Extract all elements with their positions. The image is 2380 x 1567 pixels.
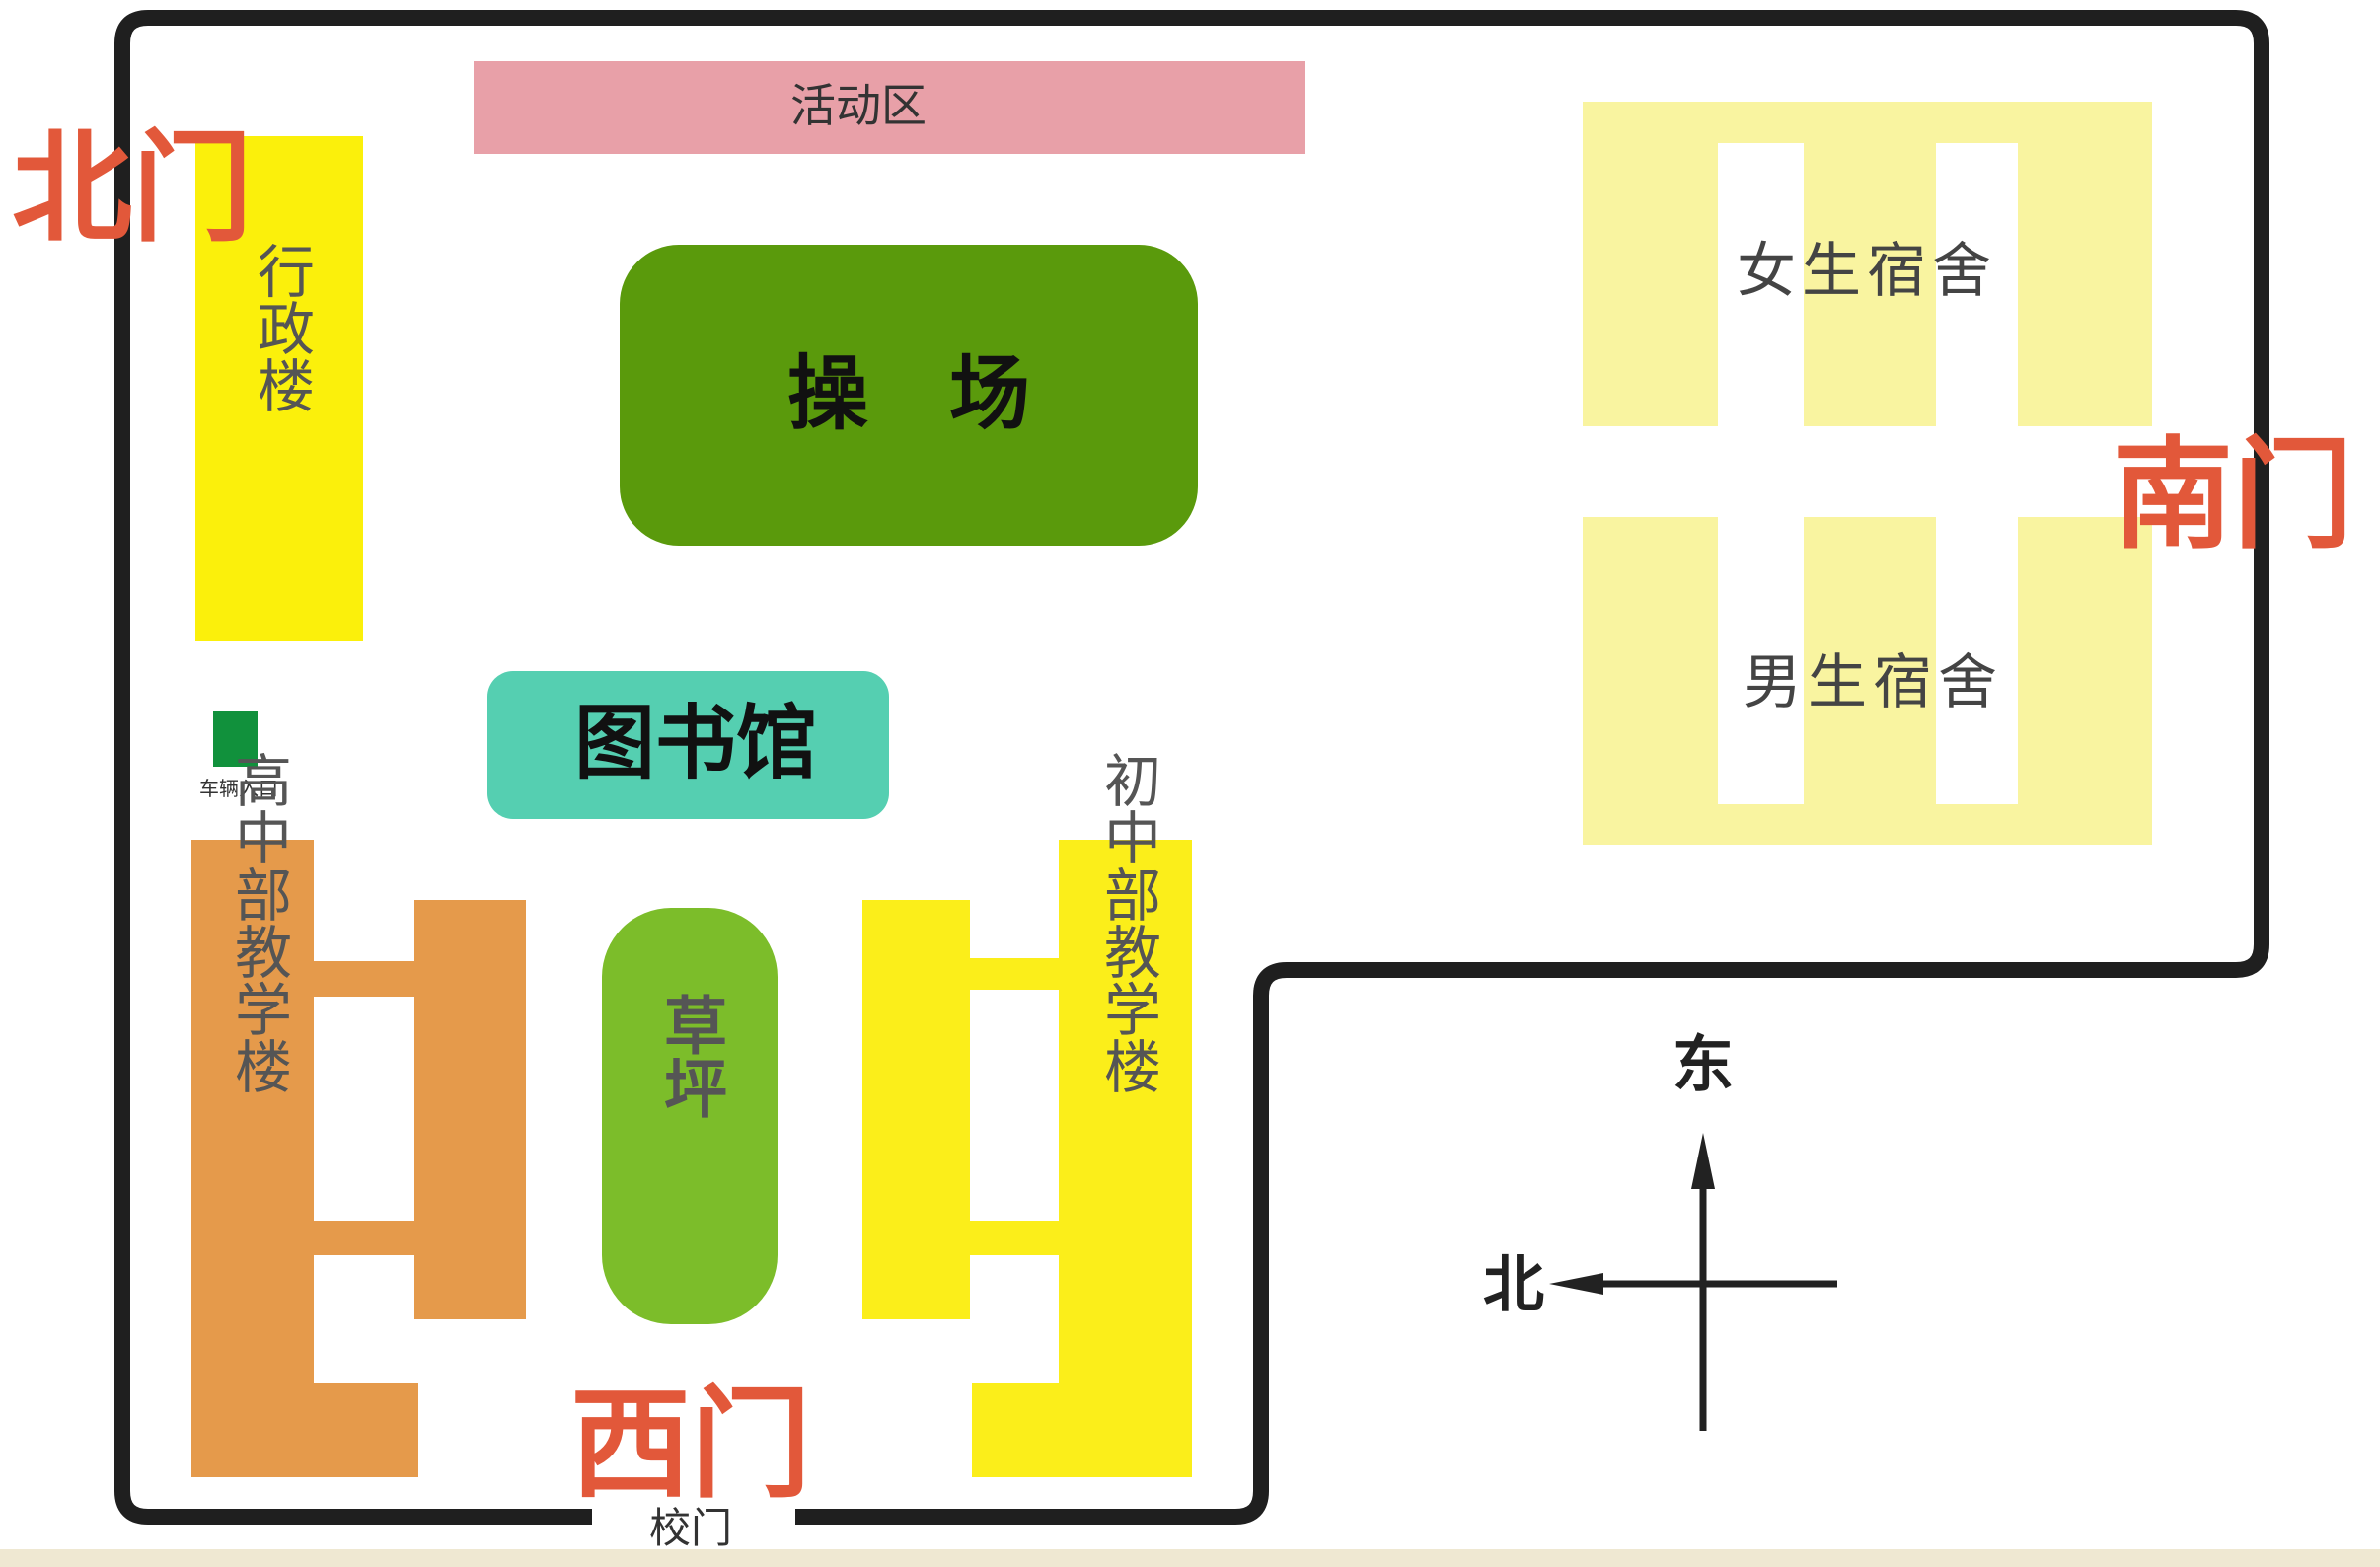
lawn bbox=[602, 908, 778, 1324]
north-gate-label: 北门 bbox=[12, 118, 253, 259]
compass bbox=[1549, 1133, 1837, 1431]
activity-area-label: 活动区 bbox=[790, 79, 927, 132]
west-gate-label: 西门 bbox=[570, 1375, 811, 1515]
high-school-building-label: 高中部教学楼 bbox=[225, 751, 292, 1094]
bottom-strip bbox=[0, 1549, 2380, 1567]
school-gate-label: 校门 bbox=[649, 1504, 732, 1552]
admin-building bbox=[195, 136, 363, 641]
campus-wall bbox=[114, 10, 2269, 1525]
library-label: 图书馆 bbox=[574, 697, 817, 790]
activity-area bbox=[474, 61, 1305, 154]
compass-north-label: 北 bbox=[1483, 1248, 1544, 1320]
compass-north-arrowhead bbox=[1549, 1273, 1603, 1295]
vehicle-entrance-label: 车辆入口 bbox=[199, 777, 278, 800]
middle-school-building-label: 初中部教学楼 bbox=[1094, 751, 1161, 1094]
girls-dormitory-label: 女生宿舍 bbox=[1737, 237, 1997, 306]
middle-school-building bbox=[862, 840, 1192, 1477]
library bbox=[487, 671, 889, 819]
playground-label: 操 场 bbox=[787, 347, 1030, 441]
girls-dormitory bbox=[1583, 102, 2152, 426]
compass-east-label: 东 bbox=[1673, 1028, 1734, 1100]
high-school-building bbox=[191, 840, 526, 1477]
boys-dormitory-label: 男生宿舍 bbox=[1743, 648, 2003, 717]
boys-dormitory bbox=[1583, 517, 2152, 845]
lawn-label: 草坪 bbox=[653, 993, 727, 1119]
compass-east-arrowhead bbox=[1691, 1133, 1715, 1189]
vehicle-entrance-marker bbox=[213, 711, 258, 767]
south-gate-label: 南门 bbox=[2113, 425, 2353, 565]
playground bbox=[620, 245, 1198, 546]
admin-building-label: 行政楼 bbox=[248, 242, 315, 413]
